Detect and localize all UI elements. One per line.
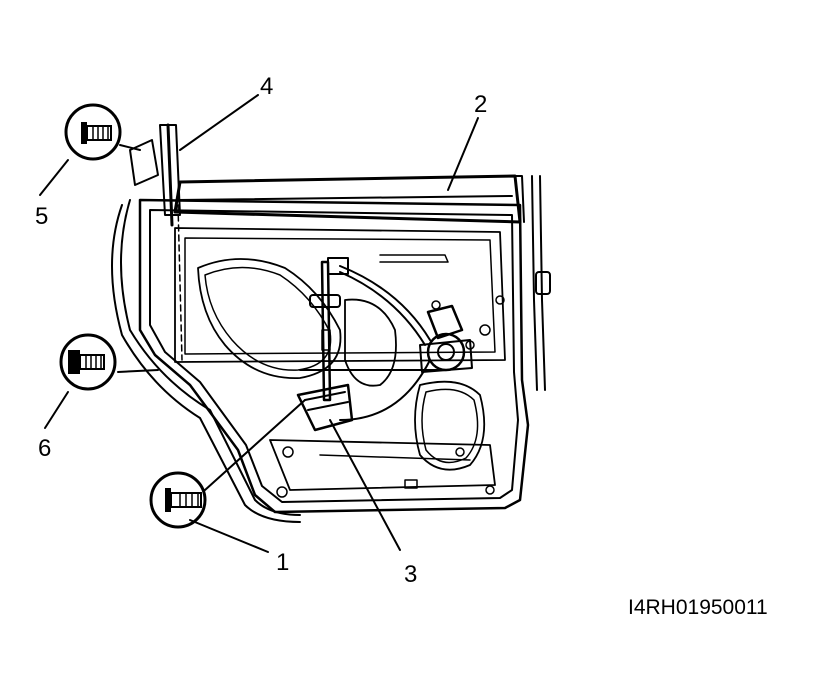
figure-id: I4RH01950011 bbox=[628, 596, 768, 619]
callout-5: 5 bbox=[35, 203, 48, 230]
callout-1: 1 bbox=[276, 549, 289, 576]
callout-6: 6 bbox=[38, 435, 51, 462]
regulator-motor bbox=[419, 300, 475, 373]
door-inner-panel bbox=[138, 198, 530, 514]
leader-lines bbox=[39, 94, 479, 553]
bolt-detail-1 bbox=[149, 471, 207, 529]
bolt-detail-5 bbox=[64, 103, 122, 161]
callout-3: 3 bbox=[404, 561, 417, 588]
callout-4: 4 bbox=[260, 73, 273, 100]
front-door-edge bbox=[111, 123, 301, 523]
door-rear-frame bbox=[531, 175, 551, 391]
bolt-detail-6 bbox=[59, 333, 117, 391]
callout-2: 2 bbox=[474, 91, 487, 118]
window-regulator bbox=[296, 257, 441, 432]
